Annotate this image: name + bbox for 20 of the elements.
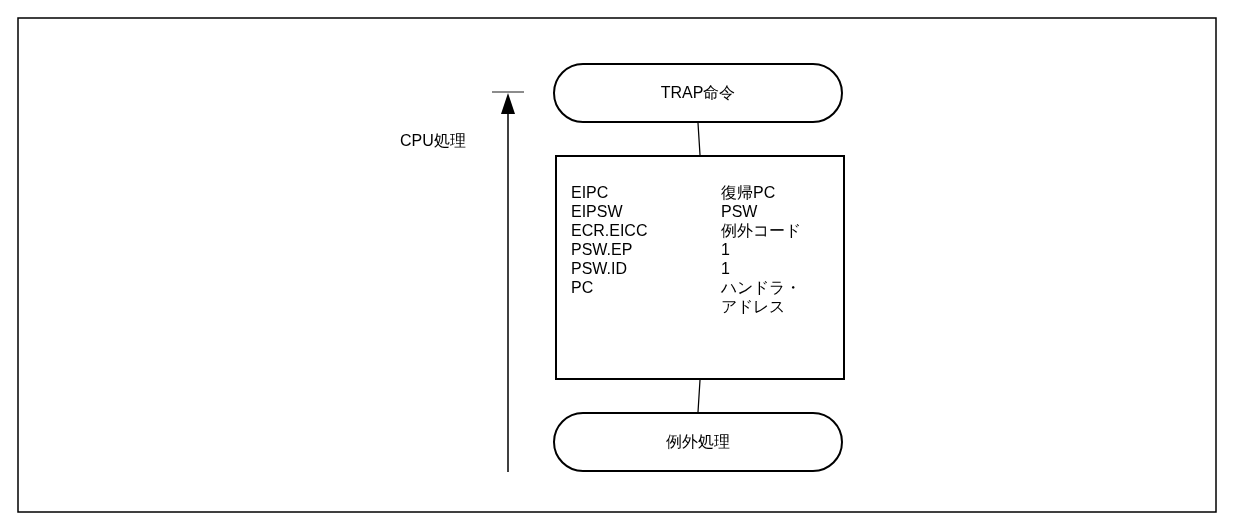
connector-line: [697, 379, 701, 413]
register-name: PSW.ID: [571, 259, 628, 278]
register-value: PSW: [721, 202, 759, 221]
register-name: ECR.EICC: [571, 221, 649, 240]
register-value: 1: [721, 259, 731, 278]
register-value: 例外コード: [721, 221, 802, 240]
side-label: CPU処理: [400, 131, 466, 151]
register-name: EIPC: [571, 183, 610, 202]
process-box: [555, 155, 845, 380]
register-value: 1: [721, 240, 731, 259]
node-label: 例外処理: [666, 431, 730, 452]
terminal-shape: [553, 412, 843, 472]
node-label: TRAP命令: [660, 82, 736, 103]
terminal-shape: [553, 63, 843, 123]
connector-line: [697, 122, 701, 156]
register-value: 復帰PC: [721, 183, 777, 202]
register-name: PC: [571, 278, 595, 298]
register-value: ハンドラ・アドレス: [721, 278, 802, 316]
register-name: PSW.EP: [571, 240, 634, 259]
register-name: EIPSW: [571, 202, 624, 221]
